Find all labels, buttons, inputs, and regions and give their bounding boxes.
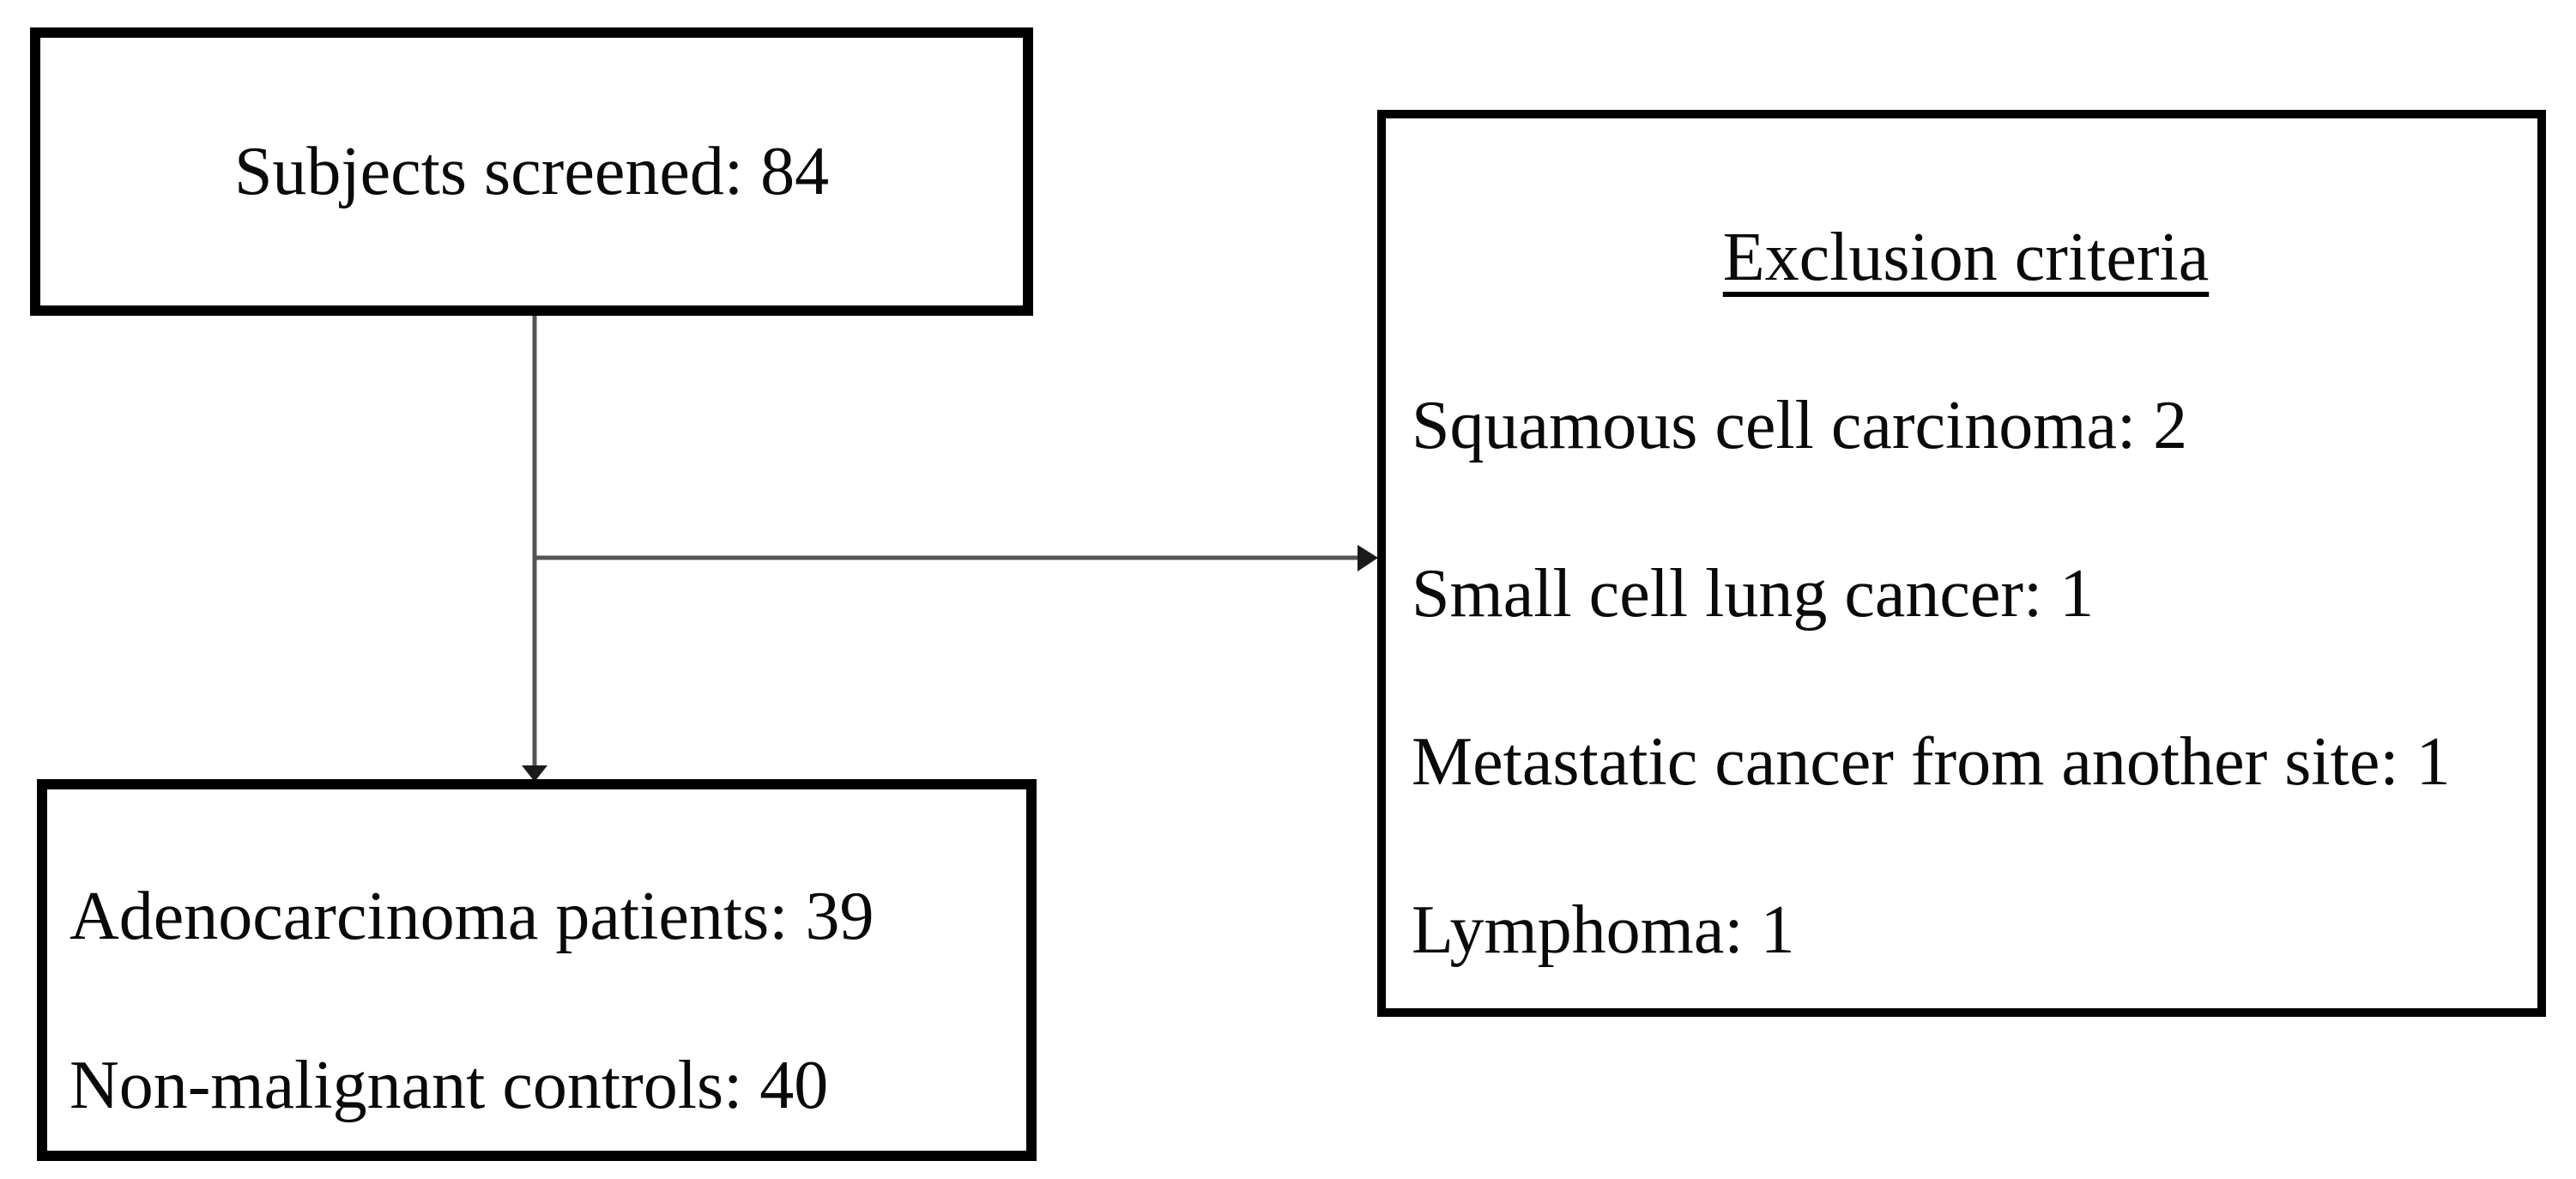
subjects-screened-box: Subjects screened: 84 [30, 27, 1033, 316]
exclusion-item-small-cell: Small cell lung cancer: 1 [1412, 556, 2095, 632]
exclusion-item-squamous: Squamous cell carcinoma: 2 [1412, 388, 2188, 463]
exclusion-criteria-title-row: Exclusion criteria [1412, 217, 2520, 298]
right-arrowhead-icon [1358, 545, 1378, 571]
exclusion-criteria-title: Exclusion criteria [1722, 220, 2210, 295]
subjects-screened-label: Subjects screened: 84 [233, 134, 830, 209]
non-malignant-controls-label: Non-malignant controls: 40 [70, 1048, 829, 1123]
exclusion-item-metastatic: Metastatic cancer from another site: 1 [1412, 724, 2451, 800]
adenocarcinoma-patients-label: Adenocarcinoma patients: 39 [70, 879, 874, 954]
enrolled-groups-box: Adenocarcinoma patients: 39 Non-malignan… [37, 779, 1037, 1161]
exclusion-criteria-box: Exclusion criteria Squamous cell carcino… [1377, 110, 2546, 1017]
exclusion-item-lymphoma: Lymphoma: 1 [1412, 892, 1795, 968]
